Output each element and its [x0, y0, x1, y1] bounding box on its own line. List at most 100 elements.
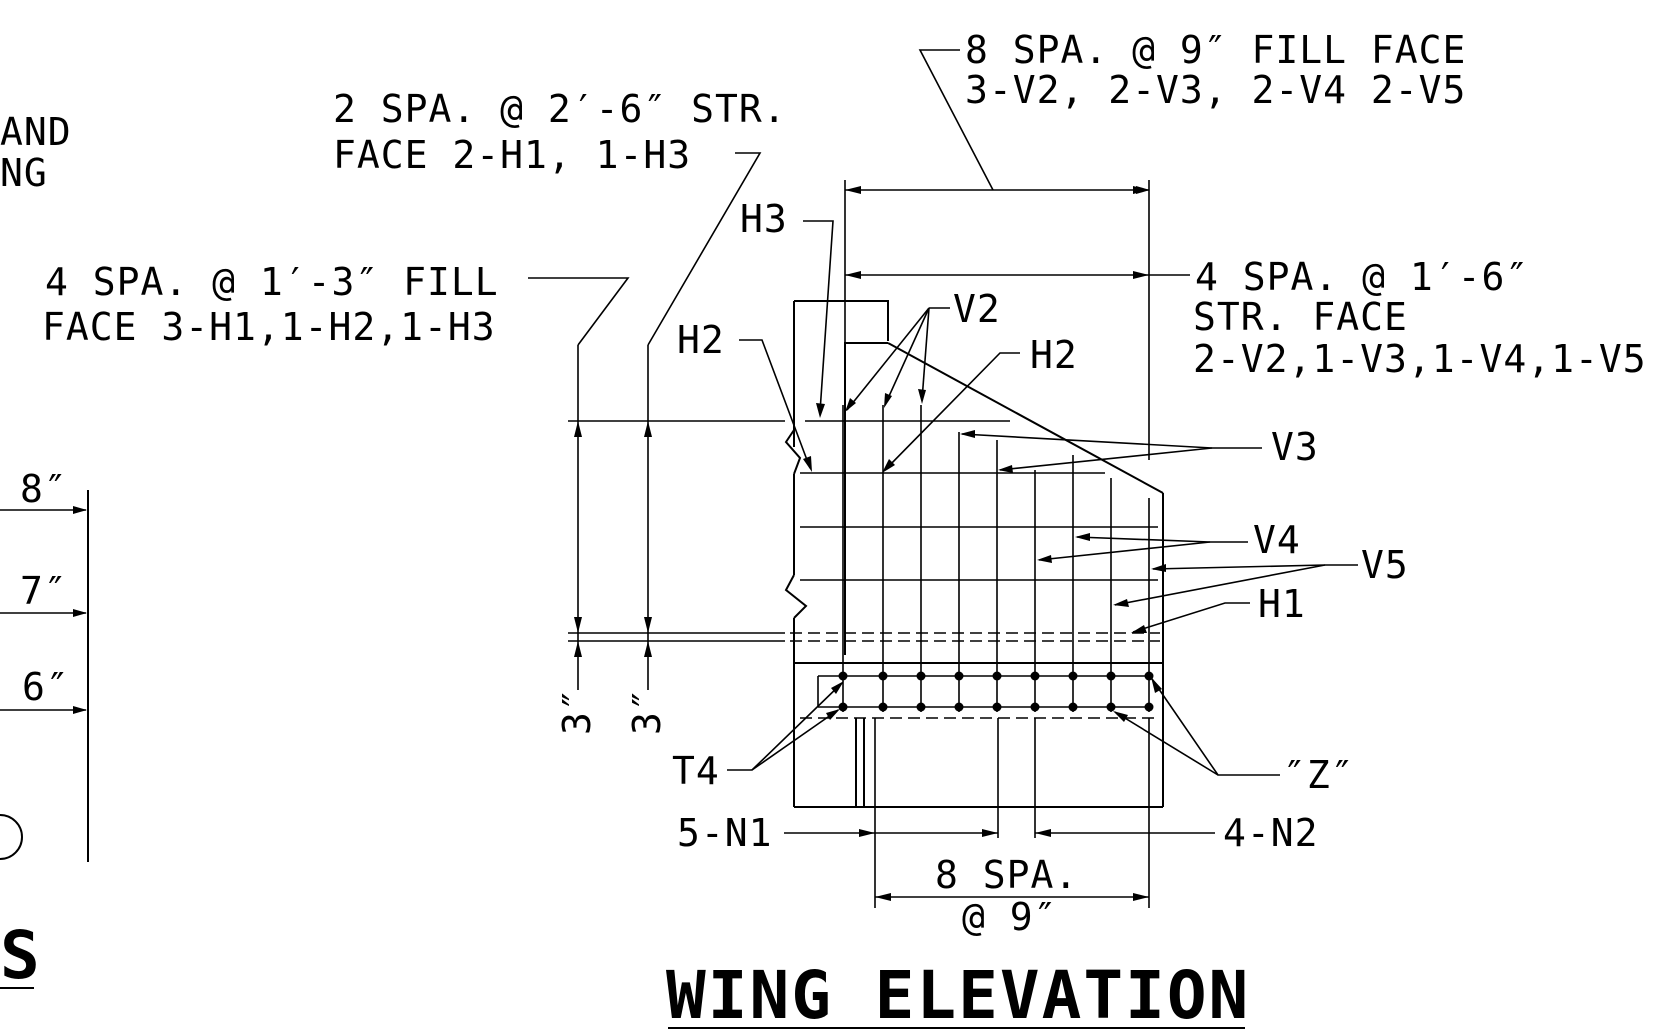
leader-v2-c	[921, 307, 930, 401]
label-v3: V3	[1271, 425, 1319, 469]
wing-top-cap	[794, 300, 889, 341]
arrowhead	[859, 829, 875, 837]
arrowhead	[1133, 271, 1149, 279]
label-str-face-2: FACE 2-H1, 1-H3	[333, 133, 691, 177]
rebar-dot	[1106, 702, 1116, 712]
arrowhead	[644, 421, 652, 437]
rebar-dot	[992, 702, 1002, 712]
arrowhead	[1133, 186, 1149, 194]
leader-z-b	[1114, 711, 1219, 776]
label-top-fill-2: 3-V2, 2-V3, 2-V4 2-V5	[965, 68, 1466, 112]
dim-8-label: 8″	[20, 467, 68, 511]
leader-v2-a	[846, 307, 930, 411]
arrowhead	[1037, 555, 1052, 563]
arrowhead	[644, 641, 652, 657]
leader-v4-b	[1038, 541, 1211, 561]
rebar-dots	[838, 671, 1154, 712]
break-symbol-bottom	[784, 574, 808, 619]
rebar-dot	[838, 702, 848, 712]
arrowhead	[845, 398, 856, 412]
label-t4: T4	[672, 749, 720, 793]
callout-leaders	[727, 220, 1358, 776]
arrowhead	[884, 393, 892, 408]
label-3in-right: 3″	[625, 687, 669, 735]
arrowhead	[574, 641, 582, 657]
label-bottom-spa-1: 8 SPA.	[935, 853, 1078, 897]
label-v5: V5	[1361, 543, 1409, 587]
bottom-title-fragment: S	[0, 917, 42, 994]
arrowhead	[1075, 533, 1090, 541]
rebar-dot	[1030, 702, 1040, 712]
arrowhead	[845, 186, 861, 194]
arrowhead	[1113, 711, 1128, 722]
arrowhead	[1035, 829, 1051, 837]
leader-v3-b	[999, 447, 1213, 471]
leader-h2-right	[884, 352, 1020, 471]
arrowhead	[574, 421, 582, 437]
rebar-dot	[954, 671, 964, 681]
text-labels: 8 SPA. @ 9″ FILL FACE 3-V2, 2-V3, 2-V4 2…	[42, 28, 1647, 1034]
leader-h3	[803, 220, 834, 413]
label-fill-face-1: 4 SPA. @ 1′-3″ FILL	[45, 260, 499, 304]
arrowhead	[831, 681, 844, 694]
arrowhead	[1133, 893, 1149, 901]
rebar-dot	[1144, 702, 1154, 712]
leader-v4-a	[1076, 536, 1211, 543]
rebar-dot	[916, 671, 926, 681]
arrowhead	[918, 389, 926, 404]
leader-h2-left	[739, 339, 811, 469]
rebar-dot	[992, 671, 1002, 681]
leader-t4-b	[751, 709, 839, 771]
arrowhead	[1131, 625, 1147, 633]
rebar-dot	[838, 671, 848, 681]
leader-v2-b	[884, 307, 930, 406]
arrowhead	[882, 459, 895, 473]
arrowhead	[1113, 599, 1129, 607]
arrowhead	[816, 403, 825, 418]
rebar-dot	[878, 671, 888, 681]
rebar-dot	[1068, 702, 1078, 712]
arrowhead	[826, 709, 840, 720]
label-h3: H3	[740, 197, 788, 241]
inner-top	[844, 342, 888, 655]
rebar-grid	[790, 405, 1160, 719]
leader-fill-face	[528, 277, 630, 346]
and-text: AND	[0, 110, 72, 154]
left-fragment: AND NG 8″ 7″ 6″ S	[0, 110, 89, 994]
dim-7-label: 7″	[20, 569, 68, 613]
rebar-dot	[1068, 671, 1078, 681]
label-str-face-1: 2 SPA. @ 2′-6″ STR.	[333, 87, 787, 131]
label-right-str-3: 2-V2,1-V3,1-V4,1-V5	[1193, 337, 1647, 381]
leader-z-a	[1151, 678, 1280, 776]
label-v4: V4	[1253, 518, 1301, 562]
circle-fragment	[0, 814, 23, 860]
label-h1: H1	[1258, 582, 1306, 626]
ng-text: NG	[0, 151, 48, 195]
label-3in-left: 3″	[555, 687, 599, 735]
label-n2: 4-N2	[1223, 811, 1319, 855]
dimensions	[528, 49, 1215, 908]
rebar-dot	[916, 702, 926, 712]
label-h2-right: H2	[1030, 333, 1078, 377]
leader-h1	[1132, 602, 1250, 633]
leader-v5-b	[1114, 564, 1326, 606]
label-top-fill-1: 8 SPA. @ 9″ FILL FACE	[965, 28, 1466, 72]
leader-top-fill	[918, 49, 994, 191]
arrowhead	[960, 430, 975, 438]
label-right-str-2: STR. FACE	[1193, 295, 1408, 339]
arrowhead	[845, 271, 861, 279]
break-symbol-top	[784, 429, 802, 475]
rebar-dot	[878, 702, 888, 712]
label-bottom-spa-2: @ 9″	[962, 895, 1058, 939]
arrowhead	[803, 456, 812, 472]
label-fill-face-2: FACE 3-H1,1-H2,1-H3	[42, 305, 496, 349]
label-h2-left: H2	[677, 318, 725, 362]
arrowhead	[998, 465, 1013, 473]
label-z: ″Z″	[1283, 753, 1355, 797]
rebar-dot	[1144, 671, 1154, 681]
arrowhead	[1151, 564, 1166, 572]
rebar-dot	[954, 702, 964, 712]
label-v2: V2	[953, 287, 1001, 331]
dim-6-label: 6″	[22, 665, 70, 709]
